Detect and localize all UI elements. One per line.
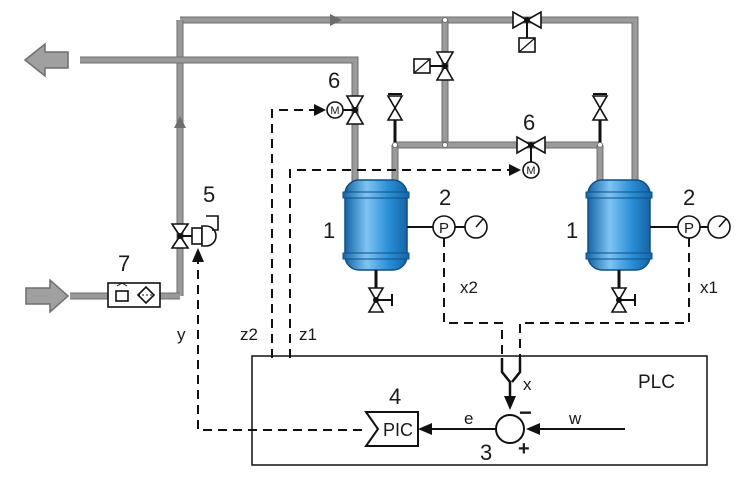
- actuator-number: 5: [203, 182, 215, 207]
- signal-x2-label: x2: [460, 278, 478, 297]
- motor-symbol-top: M: [330, 105, 339, 117]
- control-valve-actuator: [170, 215, 219, 249]
- tank-right-number: 1: [566, 218, 578, 243]
- pressure-symbol-right: P: [684, 220, 694, 237]
- signal-z2-label: z2: [240, 325, 258, 344]
- flow-arrow-icon: [330, 14, 342, 26]
- drain-valve-right: [610, 270, 636, 313]
- controller-label: PIC: [383, 420, 413, 440]
- solenoid-valve-middle: [413, 51, 455, 81]
- pressure-right-number: 2: [683, 185, 695, 210]
- pressure-left-number: 2: [439, 185, 451, 210]
- inlet-arrow-icon: [25, 278, 70, 314]
- pressure-symbol-left: P: [439, 220, 449, 237]
- signal-e-label: e: [464, 409, 473, 428]
- filter-unit: [107, 282, 161, 308]
- tank-right: [585, 179, 653, 271]
- tank-left: [342, 179, 410, 271]
- motor-symbol-middle: M: [526, 165, 535, 177]
- drain-valve-left: [367, 270, 393, 313]
- signal-x-label: x: [523, 375, 532, 394]
- valve-top-number: 6: [328, 68, 340, 93]
- motor-valve-middle: M: [516, 135, 546, 179]
- controller-number: 4: [389, 384, 401, 409]
- vent-valve-left: [386, 93, 404, 145]
- comparator-number: 3: [480, 440, 492, 465]
- signal-z1-label: z1: [299, 325, 317, 344]
- signal-y-label: y: [177, 325, 186, 344]
- tank-left-number: 1: [323, 218, 335, 243]
- signal-w-label: w: [568, 409, 582, 428]
- signal-lines: [192, 104, 690, 431]
- solenoid-valve-top: [512, 10, 542, 53]
- filter-number: 7: [118, 251, 130, 276]
- plc-label: PLC: [638, 372, 675, 393]
- pressure-sensor-right: P: [650, 215, 731, 239]
- minus-sign: −: [519, 400, 532, 425]
- plus-sign: +: [518, 438, 530, 460]
- vent-valve-right: [591, 93, 609, 145]
- pic-controller: PIC: [364, 411, 419, 447]
- signal-x1-label: x1: [700, 278, 718, 297]
- motor-valve-top: M: [326, 95, 365, 125]
- outlet-arrow-icon: [23, 42, 69, 78]
- plc-box: [251, 355, 708, 466]
- flow-arrow-icon: [174, 116, 186, 128]
- valve-middle-number: 6: [523, 110, 535, 135]
- pressure-sensor-left: P: [407, 215, 488, 239]
